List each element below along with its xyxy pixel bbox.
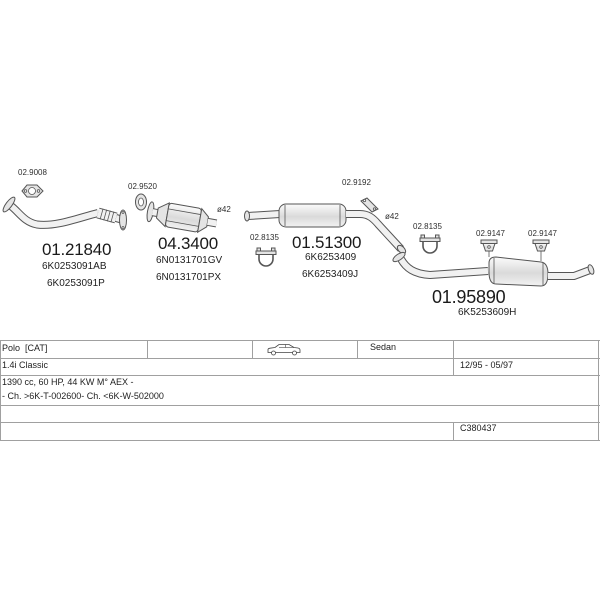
catalyst-number: 04.3400 [158,233,219,253]
front-pipe-outlet-flange [119,209,127,231]
hanger-plate [532,239,550,244]
strap-hole [372,207,377,211]
clamp-middle-ref: 02.8135 [250,233,279,242]
flex-bellows [96,208,118,223]
hanger-rear-1 [480,239,498,257]
hanger-rear-1-ref: 02.9147 [476,229,505,238]
rear-silencer-oem-1: 6K5253609H [458,306,517,318]
clamp-middle [255,247,277,267]
u-bolt [258,254,274,267]
front-pipe-oem-1: 6K0253091AB [42,260,107,272]
clamp-saddle [419,237,441,242]
middle-silencer-oem-2: 6K6253409J [302,268,359,280]
pipe-diameter-front: ø42 [217,205,231,214]
rear-inlet-flange [392,251,406,263]
gasket [135,193,147,211]
hanger-plate [480,239,498,244]
vehicle-production-years: 12/95 - 05/97 [460,360,514,371]
bolt-hole [121,211,125,214]
vehicle-body-type: Sedan [370,342,397,353]
hanger-rear-2-ref: 02.9147 [528,229,557,238]
catalyst-inlet-neck [151,209,158,216]
bolt-hole [23,189,28,193]
hanger-middle-ref: 02.9192 [342,178,371,187]
middle-inlet-flare [244,210,250,222]
heat-shield-seam [166,220,199,227]
bolt-hole [121,226,125,229]
middle-silencer-body [278,203,347,228]
front-pipe [2,196,127,231]
clamp-front-ref: 02.9008 [18,168,47,178]
middle-silencer-number: 01.51300 [292,232,362,252]
clamp-rear-ref: 02.8135 [413,222,442,231]
rear-silencer-number: 01.95890 [432,286,506,307]
catalytic-converter [146,201,218,234]
catalyst-oem-2: 6N0131701PX [156,271,222,283]
middle-outlet-pipe [346,211,404,252]
tailpipe-end [587,264,595,275]
vehicle-chassis-range: - Ch. >6K-T-002600- Ch. <6K-W-502000 [2,391,164,402]
heat-shield-seam [168,208,201,215]
vehicle-table-grid [0,340,600,441]
gasket-bore [138,197,144,207]
bellows-ridge [106,210,111,222]
clamp-nut [271,247,276,252]
clamp-front-bore [28,187,36,195]
catalyst-body [165,202,202,233]
u-bolt [422,241,438,254]
middle-silencer-oem-1: 6K6253409 [305,251,357,263]
middle-inlet-pipe [247,211,281,219]
tailpipe [548,267,592,279]
clamp-nut [256,247,261,252]
vehicle-engine: 1.4i Classic [2,360,49,371]
front-pipe-oem-2: 6K0253091P [47,277,105,289]
rear-silencer-body [488,256,549,287]
gasket-ref: 02.9520 [128,182,157,192]
middle-silencer [244,203,407,255]
vehicle-specification: 1390 cc, 60 HP, 44 KW M° AEX - [2,377,134,388]
car-body [267,344,301,353]
car-wheel [292,350,297,356]
clamp-front [21,184,44,198]
front-pipe-inlet-flange [2,196,16,213]
front-pipe-number: 01.21840 [42,239,112,259]
hanger-rear-2 [532,239,550,261]
hanger-hole [487,245,491,249]
hanger-middle [360,197,379,213]
bellows-ridge [110,211,115,223]
clamp-nut [435,234,440,239]
bolt-hole [36,189,41,193]
clamp-nut [420,234,425,239]
clamp-saddle [255,250,277,255]
pipe-diameter-rear: ø42 [385,212,399,221]
catalogue-code: C380437 [460,423,497,434]
catalyst-outlet-cone [196,207,209,234]
rear-silencer [392,251,595,287]
bellows-ridge [103,209,108,221]
vehicle-model: Polo [CAT] [2,343,48,354]
catalyst-outlet-pipe [207,218,217,227]
hanger-hole [539,245,543,249]
car-wheel [271,350,276,356]
clamp-rear [419,234,441,254]
strap-hole [362,198,367,203]
bellows-ridge [99,208,104,220]
car-icon [267,344,301,356]
rear-inlet-pipe [398,257,489,278]
catalyst-oem-1: 6N0131701GV [156,254,223,266]
front-pipe-tube [9,203,99,228]
